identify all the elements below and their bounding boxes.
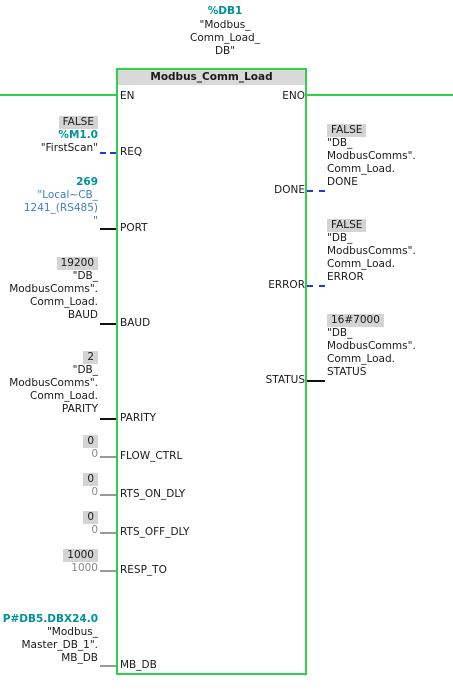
parity-operand[interactable]: 2 "DB_ ModbusComms". Comm_Load. PARITY	[0, 351, 98, 416]
done-wire[interactable]	[307, 190, 325, 192]
done-tag-line: "DB_	[327, 137, 353, 149]
pin-mb-db[interactable]: MB_DB	[120, 659, 157, 671]
pin-rts-off-dly[interactable]: RTS_OFF_DLY	[120, 526, 190, 538]
done-tag-line: Comm_Load.	[327, 163, 395, 175]
mb-db-tag-line: MB_DB	[61, 652, 98, 664]
resp-to-wire[interactable]	[100, 570, 116, 572]
mb-db-value: P#DB5.DBX24.0	[2, 613, 98, 625]
pin-status[interactable]: STATUS	[265, 374, 305, 386]
error-tag-line: ModbusComms".	[327, 245, 416, 257]
rts-off-dly-value: 0	[83, 511, 98, 524]
baud-tag-line: "DB_	[72, 270, 98, 282]
pin-baud[interactable]: BAUD	[120, 317, 151, 329]
flow-ctrl-wire[interactable]	[100, 456, 116, 458]
pin-parity[interactable]: PARITY	[120, 412, 157, 424]
baud-value: 19200	[56, 257, 98, 270]
eno-power-wire[interactable]	[307, 94, 453, 96]
resp-to-operand[interactable]: 1000 1000	[0, 549, 98, 575]
baud-tag-line: Comm_Load.	[30, 296, 98, 308]
parity-value: 2	[83, 351, 98, 364]
flow-ctrl-default: 0	[91, 448, 98, 460]
status-tag-line: ModbusComms".	[327, 340, 416, 352]
status-wire[interactable]	[307, 380, 325, 382]
resp-to-default: 1000	[71, 562, 98, 574]
function-block[interactable]: Modbus_Comm_Load	[116, 68, 307, 675]
error-tag-line: Comm_Load.	[327, 258, 395, 270]
pin-flow-ctrl[interactable]: FLOW_CTRL	[120, 450, 183, 462]
error-operand[interactable]: FALSE "DB_ ModbusComms". Comm_Load. ERRO…	[327, 219, 416, 284]
rts-off-dly-default: 0	[91, 524, 98, 536]
rts-on-dly-operand[interactable]: 0 0	[0, 473, 98, 499]
resp-to-value: 1000	[63, 549, 98, 562]
parity-tag-line: PARITY	[61, 403, 98, 415]
port-operand[interactable]: 269 "Local~CB_ 1241_(RS485) "	[0, 176, 98, 228]
error-value: FALSE	[327, 219, 367, 232]
pin-error[interactable]: ERROR	[268, 279, 305, 291]
req-wire[interactable]	[100, 152, 116, 154]
mb-db-tag-line: Master_DB_1".	[21, 639, 99, 651]
error-wire[interactable]	[307, 285, 325, 287]
baud-wire[interactable]	[100, 323, 116, 325]
baud-tag-line: BAUD	[67, 309, 98, 321]
rts-on-dly-value: 0	[83, 473, 98, 486]
parity-tag-line: "DB_	[72, 364, 98, 376]
instance-db-line: Comm_Load_	[190, 32, 260, 44]
req-address: %M1.0	[58, 129, 98, 141]
parity-wire[interactable]	[100, 418, 116, 420]
port-value: 269	[76, 176, 98, 188]
status-operand[interactable]: 16#7000 "DB_ ModbusComms". Comm_Load. ST…	[327, 314, 416, 379]
instance-db-label: "Modbus_ Comm_Load_ DB"	[160, 19, 290, 58]
req-tag: "FirstScan"	[40, 142, 98, 154]
pin-port[interactable]: PORT	[120, 222, 148, 234]
instance-db-line: DB"	[214, 45, 236, 57]
rts-off-dly-operand[interactable]: 0 0	[0, 511, 98, 537]
port-tag-line: "Local~CB_	[37, 189, 98, 201]
pin-eno[interactable]: ENO	[282, 90, 305, 102]
port-tag-line: "	[93, 215, 98, 227]
pin-en[interactable]: EN	[120, 90, 135, 102]
pin-rts-on-dly[interactable]: RTS_ON_DLY	[120, 488, 186, 500]
flow-ctrl-value: 0	[83, 435, 98, 448]
status-tag-line: STATUS	[327, 366, 367, 378]
mb-db-operand[interactable]: P#DB5.DBX24.0 "Modbus_ Master_DB_1". MB_…	[0, 613, 98, 665]
done-operand[interactable]: FALSE "DB_ ModbusComms". Comm_Load. DONE	[327, 124, 416, 189]
mb-db-wire[interactable]	[100, 665, 116, 667]
done-tag-line: ModbusComms".	[327, 150, 416, 162]
flow-ctrl-operand[interactable]: 0 0	[0, 435, 98, 461]
done-tag-line: DONE	[327, 176, 358, 188]
rts-on-dly-wire[interactable]	[100, 494, 116, 496]
error-tag-line: ERROR	[327, 271, 364, 283]
baud-operand[interactable]: 19200 "DB_ ModbusComms". Comm_Load. BAUD	[0, 257, 98, 322]
pin-req[interactable]: REQ	[120, 146, 143, 158]
instance-db-name: %DB1	[207, 5, 243, 17]
done-value: FALSE	[327, 124, 367, 137]
error-tag-line: "DB_	[327, 232, 353, 244]
req-value: FALSE	[58, 116, 98, 129]
rts-on-dly-default: 0	[91, 486, 98, 498]
pin-resp-to[interactable]: RESP_TO	[120, 564, 167, 576]
rts-off-dly-wire[interactable]	[100, 532, 116, 534]
status-tag-line: "DB_	[327, 327, 353, 339]
port-wire[interactable]	[100, 228, 116, 230]
pin-done[interactable]: DONE	[274, 184, 305, 196]
status-value: 16#7000	[327, 314, 384, 327]
parity-tag-line: Comm_Load.	[30, 390, 98, 402]
en-power-wire[interactable]	[0, 94, 116, 96]
block-title: Modbus_Comm_Load	[118, 70, 305, 85]
port-tag-line: 1241_(RS485)	[23, 202, 98, 214]
parity-tag-line: ModbusComms".	[9, 377, 98, 389]
instance-db-line: "Modbus_	[199, 19, 251, 31]
status-tag-line: Comm_Load.	[327, 353, 395, 365]
mb-db-tag-line: "Modbus_	[46, 626, 98, 638]
baud-tag-line: ModbusComms".	[9, 283, 98, 295]
req-operand[interactable]: FALSE %M1.0 "FirstScan"	[0, 116, 98, 155]
